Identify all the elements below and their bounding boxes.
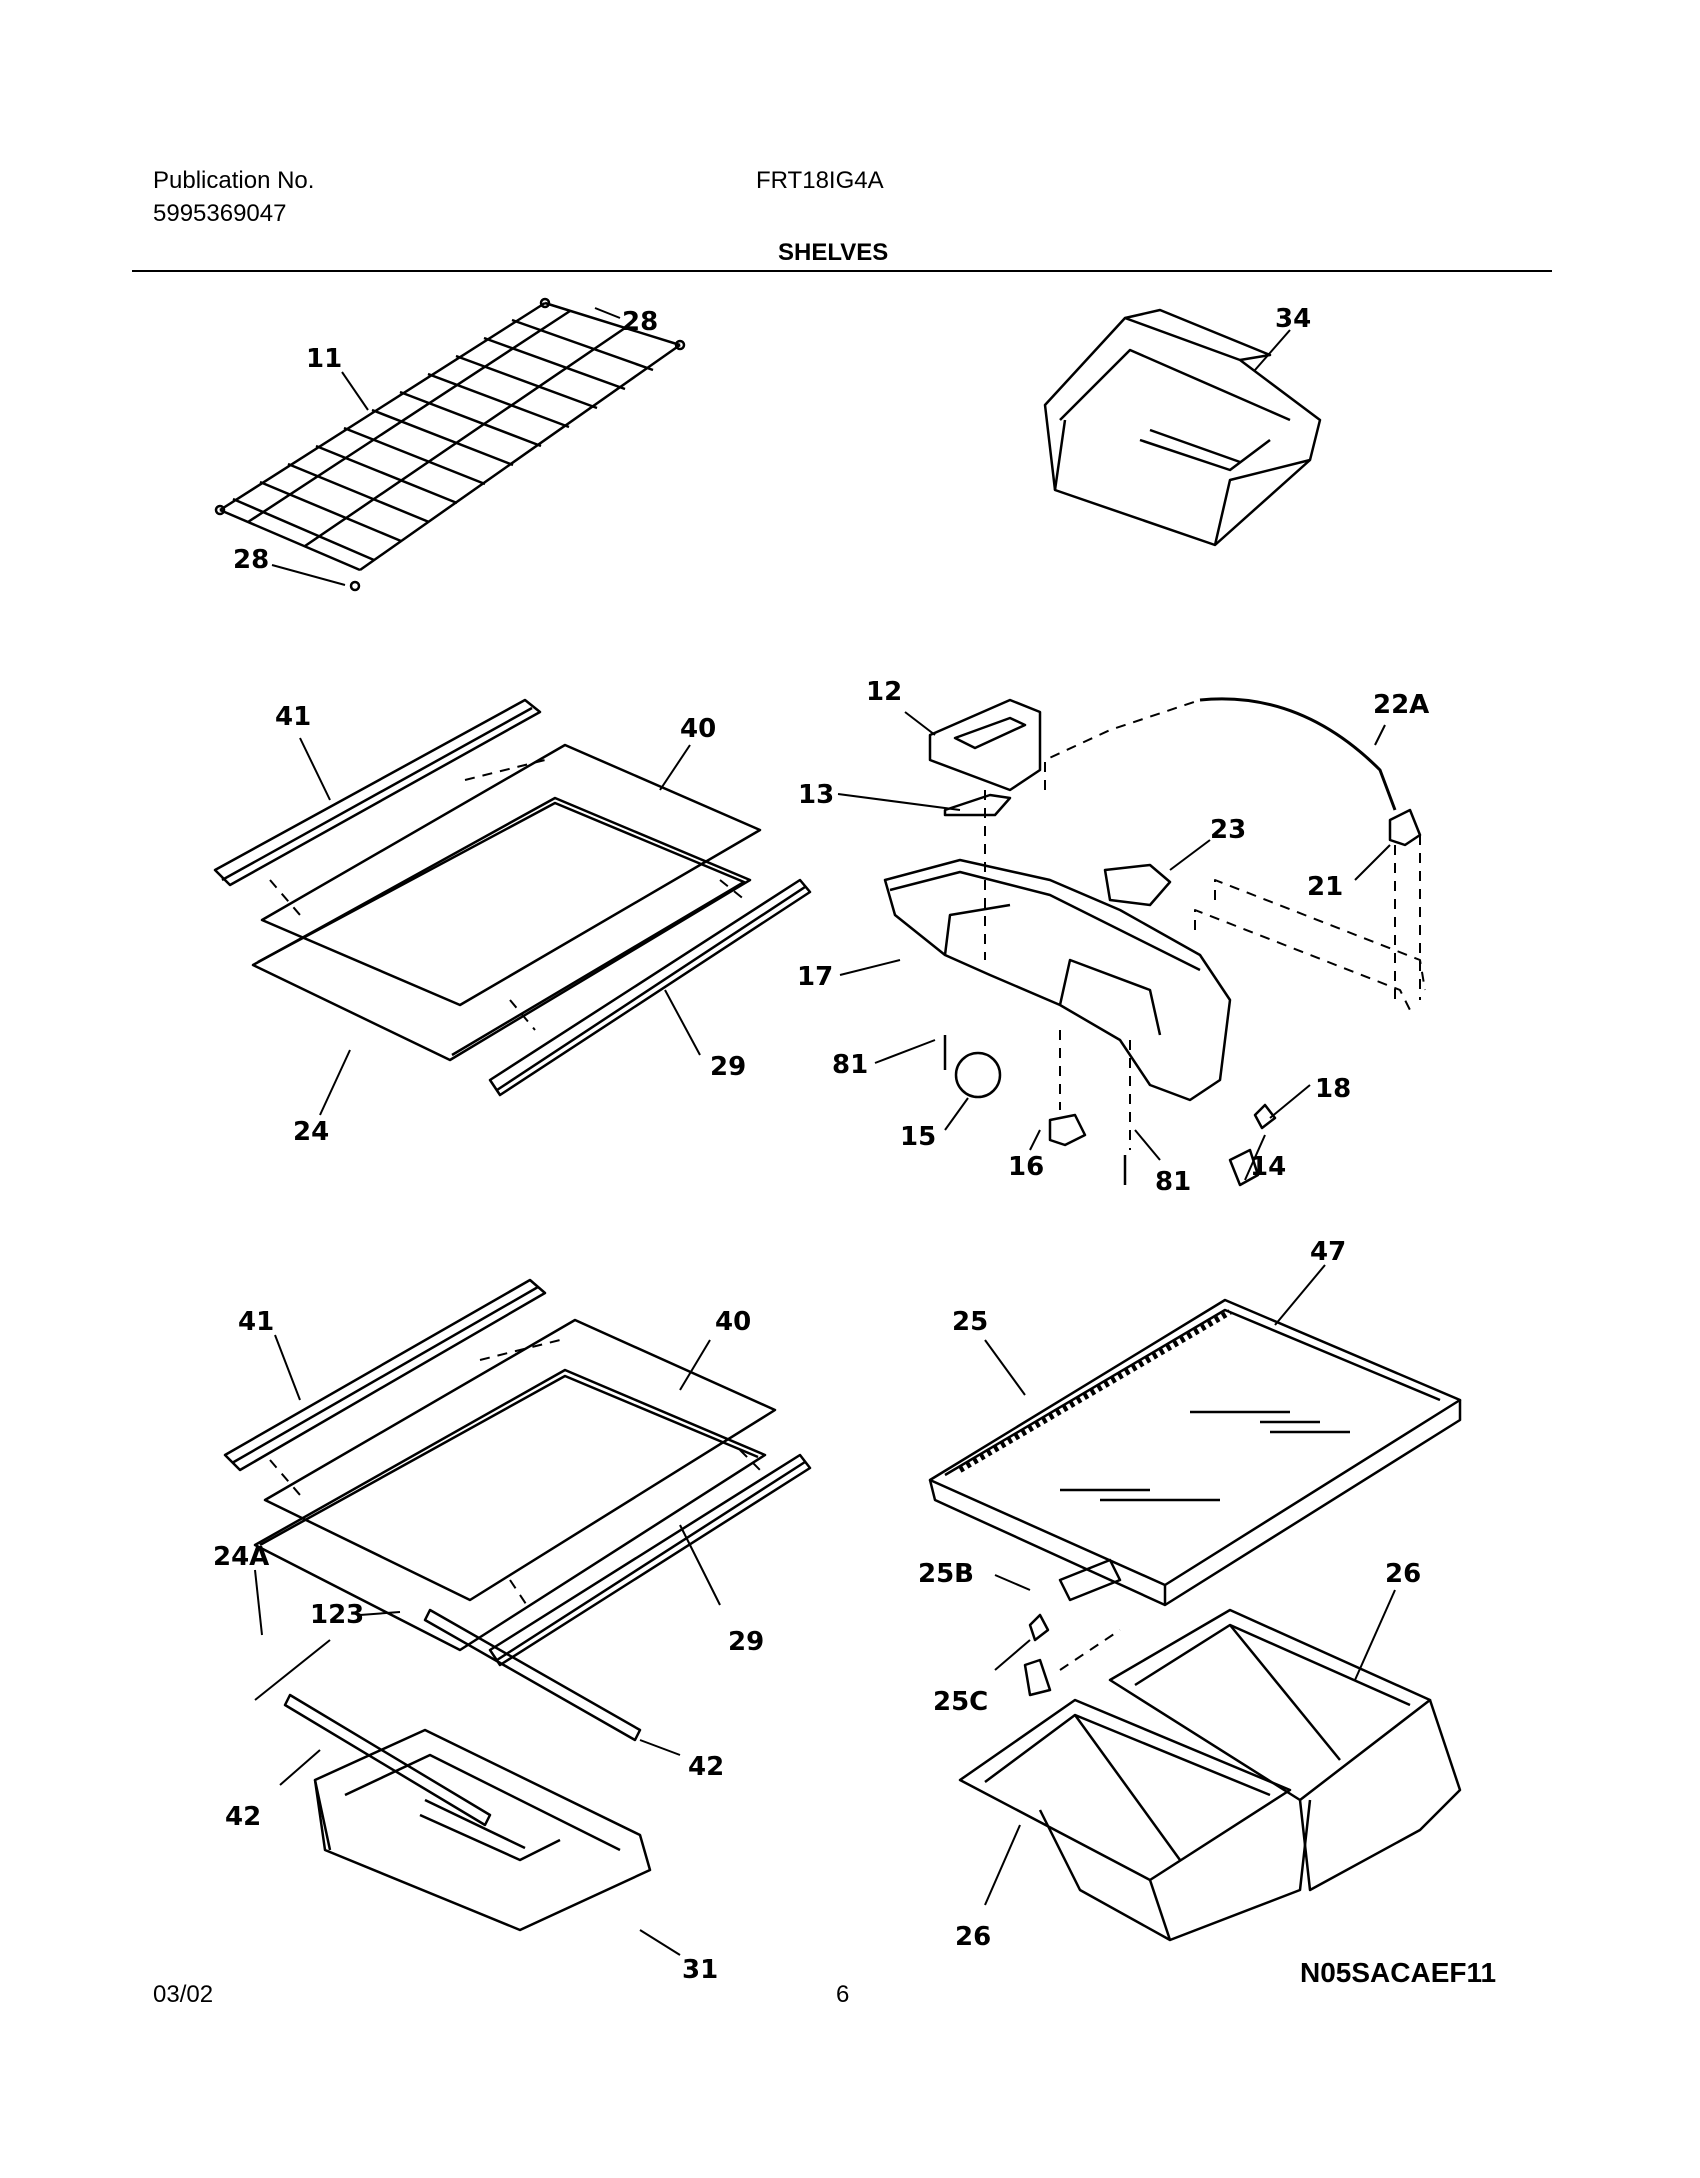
callout-26-left: 26 bbox=[955, 1922, 991, 1952]
callout-labels: 11 28 28 34 41 40 29 24 12 13 17 22A 23 … bbox=[213, 304, 1429, 1985]
wire-shelf bbox=[214, 297, 686, 592]
callout-24: 24 bbox=[293, 1117, 329, 1147]
callout-12: 12 bbox=[866, 677, 902, 707]
glass-shelf-lower bbox=[223, 1278, 812, 1932]
callout-29-lower: 29 bbox=[728, 1627, 764, 1657]
leader-lines bbox=[254, 307, 1396, 1956]
callout-25c: 25C bbox=[933, 1687, 988, 1717]
model-number: FRT18IG4A bbox=[756, 167, 884, 194]
callout-24a: 24A bbox=[213, 1542, 269, 1572]
crisper-drawer-34 bbox=[1043, 308, 1322, 547]
callout-41-upper: 41 bbox=[275, 702, 311, 732]
callout-47: 47 bbox=[1310, 1237, 1346, 1267]
callout-40-upper: 40 bbox=[680, 714, 716, 744]
callout-28-top: 28 bbox=[622, 307, 658, 337]
callout-31: 31 bbox=[682, 1955, 718, 1985]
lower-shelf-dashes bbox=[269, 1339, 761, 1611]
callout-34: 34 bbox=[1275, 304, 1311, 334]
callout-29-upper: 29 bbox=[710, 1052, 746, 1082]
crisper-dashes bbox=[1059, 1629, 1121, 1671]
callout-123: 123 bbox=[310, 1600, 364, 1630]
crisper-cover bbox=[928, 1298, 1462, 1697]
callout-41-lower: 41 bbox=[238, 1307, 274, 1337]
callout-81-left: 81 bbox=[832, 1050, 868, 1080]
callout-25b: 25B bbox=[918, 1559, 974, 1589]
callout-11: 11 bbox=[306, 344, 342, 374]
callout-22a: 22A bbox=[1373, 690, 1429, 720]
upper-shelf-dashes bbox=[269, 759, 746, 1031]
footer-date: 03/02 bbox=[153, 1981, 214, 2008]
callout-42-left: 42 bbox=[225, 1802, 261, 1832]
publication-label: Publication No. bbox=[153, 167, 315, 194]
callout-81-right: 81 bbox=[1155, 1167, 1191, 1197]
figure-code: N05SACAEF11 bbox=[1300, 1957, 1497, 1988]
callout-15: 15 bbox=[900, 1122, 936, 1152]
header-rule bbox=[132, 270, 1552, 272]
control-housing bbox=[883, 697, 1422, 1187]
callout-42-right: 42 bbox=[688, 1752, 724, 1782]
callout-28-bottom: 28 bbox=[233, 545, 269, 575]
callout-14: 14 bbox=[1250, 1152, 1286, 1182]
callout-25: 25 bbox=[952, 1307, 988, 1337]
publication-number: 5995369047 bbox=[153, 200, 287, 227]
callout-26-right: 26 bbox=[1385, 1559, 1421, 1589]
section-title: SHELVES bbox=[778, 239, 889, 266]
callout-21: 21 bbox=[1307, 872, 1343, 902]
glass-shelf-upper bbox=[213, 698, 812, 1097]
callout-18: 18 bbox=[1315, 1074, 1351, 1104]
page-number: 6 bbox=[836, 1981, 850, 2008]
callout-16: 16 bbox=[1008, 1152, 1044, 1182]
crisper-drawers-26 bbox=[958, 1608, 1462, 1942]
callout-13: 13 bbox=[798, 780, 834, 810]
callout-40-lower: 40 bbox=[715, 1307, 751, 1337]
callout-23: 23 bbox=[1210, 815, 1246, 845]
callout-17: 17 bbox=[797, 962, 833, 992]
control-dashes bbox=[984, 699, 1426, 1150]
